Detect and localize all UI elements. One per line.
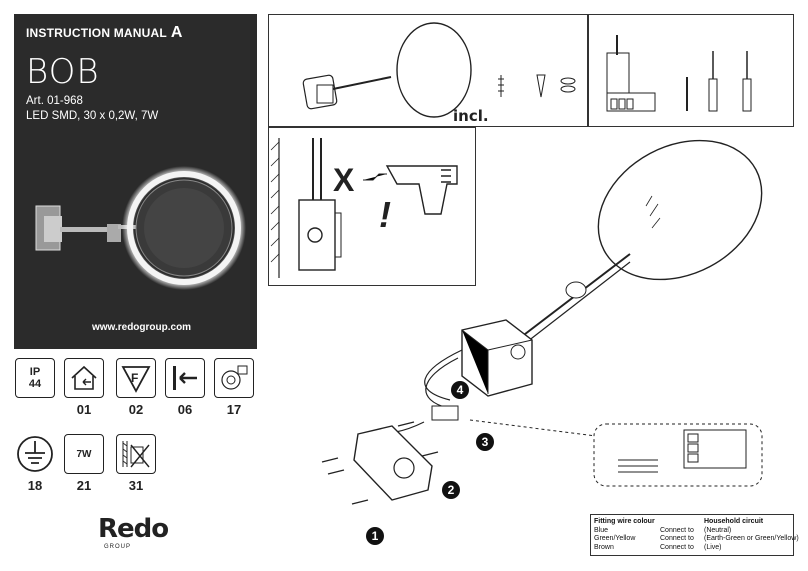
wiring-table-frame bbox=[590, 514, 794, 556]
icon-label-06: 06 bbox=[177, 402, 193, 417]
article-number: Art. 01-968 bbox=[26, 95, 83, 107]
drill-warning-panel: X ! bbox=[268, 127, 476, 286]
wiring-table: Fitting wire colour Household circuit Bl… bbox=[594, 518, 799, 552]
manual-title-suffix: A bbox=[170, 24, 183, 41]
ip44-icon: IP 44 bbox=[15, 358, 55, 398]
drill-mark: X bbox=[333, 162, 355, 198]
f-mark-letter: F bbox=[131, 371, 138, 385]
wire-circuit: (Earth-Green or Green/Yellow) bbox=[704, 535, 799, 542]
wire-colour: Blue bbox=[594, 526, 609, 534]
led-spec: LED SMD, 30 x 0,2W, 7W bbox=[26, 110, 159, 122]
model-name: BOB bbox=[26, 52, 100, 92]
ip-rating: 44 bbox=[28, 378, 42, 390]
included-label: incl. bbox=[453, 107, 489, 125]
transformer-icon bbox=[214, 358, 254, 398]
mirror-parts-drawing bbox=[302, 22, 576, 118]
warning-mark: ! bbox=[379, 194, 391, 235]
wall-box-drawing bbox=[270, 138, 458, 278]
wire-connect: Connect to bbox=[660, 543, 694, 551]
required-tools-panel bbox=[588, 14, 794, 127]
assembly-drawing bbox=[321, 139, 763, 505]
icon-label-17: 17 bbox=[226, 402, 242, 417]
mirror-photo bbox=[35, 166, 246, 290]
wire-colour: Green/Yellow bbox=[594, 535, 636, 542]
tools-drawing bbox=[606, 35, 752, 112]
wattage-icon: 7W bbox=[64, 434, 104, 474]
f-mark-icon: F bbox=[116, 358, 156, 398]
step-4-marker: 4 bbox=[451, 381, 469, 399]
icon-label-31: 31 bbox=[128, 478, 144, 493]
ip-label: IP bbox=[29, 366, 41, 378]
redo-logo-sub: GROUP bbox=[104, 544, 132, 550]
icon-label-18: 18 bbox=[27, 478, 43, 493]
wall-mount-icon bbox=[165, 358, 205, 398]
icon-label-01: 01 bbox=[76, 402, 92, 417]
wiring-header-fitting: Fitting wire colour bbox=[594, 518, 655, 525]
step-1-marker: 1 bbox=[366, 527, 384, 545]
wire-circuit: (Neutral) bbox=[704, 526, 732, 534]
included-parts-panel: incl. bbox=[268, 14, 588, 127]
wire-connect: Connect to bbox=[660, 535, 694, 542]
wire-connect: Connect to bbox=[660, 526, 694, 534]
redo-logo: Redo bbox=[98, 514, 169, 544]
article-info: Art. 01-968 LED SMD, 30 x 0,2W, 7W bbox=[26, 94, 158, 124]
wattage-value: 7W bbox=[76, 448, 92, 460]
website-link[interactable]: www.redogroup.com bbox=[92, 322, 192, 333]
earth-ground-icon bbox=[15, 434, 55, 474]
icon-label-02: 02 bbox=[128, 402, 144, 417]
wire-colour: Brown bbox=[594, 543, 614, 551]
indoor-house-icon bbox=[64, 358, 104, 398]
step-2-marker: 2 bbox=[442, 481, 460, 499]
icon-label-21: 21 bbox=[76, 478, 92, 493]
wiring-header-household: Household circuit bbox=[704, 518, 764, 525]
step-3-marker: 3 bbox=[476, 433, 494, 451]
wire-circuit: (Live) bbox=[704, 543, 722, 551]
no-wet-wall-icon bbox=[116, 434, 156, 474]
